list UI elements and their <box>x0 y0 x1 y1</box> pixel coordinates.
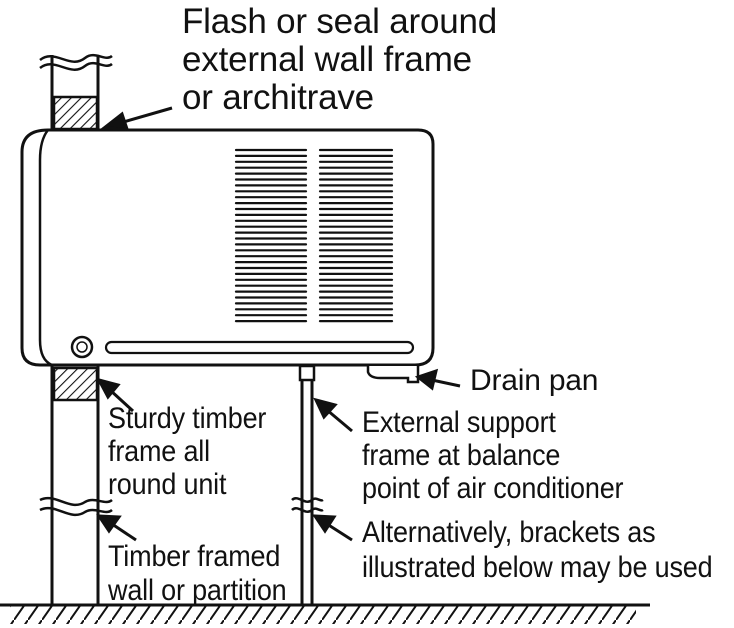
flash-label-line-2: external wall frame <box>182 40 472 79</box>
flash-label-line-3: or architrave <box>182 78 374 117</box>
alternatively-label: Alternatively, brackets as illustrated b… <box>362 516 713 584</box>
front-air-slot <box>104 340 415 355</box>
sturdy-label-line-2: frame all <box>108 435 210 468</box>
air-conditioner-unit <box>20 128 435 384</box>
alternatively-label-line-2: illustrated below may be used <box>362 551 713 584</box>
wall-break-top <box>39 53 113 71</box>
lower-timber-block <box>52 366 99 402</box>
flash-label: Flash or seal around external wall frame… <box>182 4 497 115</box>
leader-arrows <box>96 106 461 542</box>
alternatively-label-line-1: Alternatively, brackets as <box>362 516 656 549</box>
timber-label-line-1: Timber framed <box>108 540 281 573</box>
break-mark-middle <box>39 496 324 517</box>
sturdy-timber-label: Sturdy timber frame all round unit <box>108 404 266 500</box>
timber-label-line-2: wall or partition <box>108 574 287 607</box>
sturdy-label-line-3: round unit <box>108 468 227 501</box>
support-label-line-1: External support <box>362 406 556 439</box>
upper-timber-block <box>52 95 99 131</box>
drain-pan-shape <box>366 366 420 384</box>
timber-framed-label: Timber framed wall or partition <box>108 542 287 606</box>
support-label-line-2: frame at balance <box>362 439 561 472</box>
external-support-label: External support frame at balance point … <box>362 406 624 505</box>
ground-line <box>0 603 650 624</box>
sturdy-label-line-1: Sturdy timber <box>108 402 267 435</box>
side-grille-louvres <box>234 148 394 323</box>
external-support-frame <box>298 364 316 604</box>
drain-pan-label: Drain pan <box>470 364 599 397</box>
support-label-line-3: point of air conditioner <box>362 472 624 505</box>
flash-label-line-1: Flash or seal around <box>182 2 498 41</box>
